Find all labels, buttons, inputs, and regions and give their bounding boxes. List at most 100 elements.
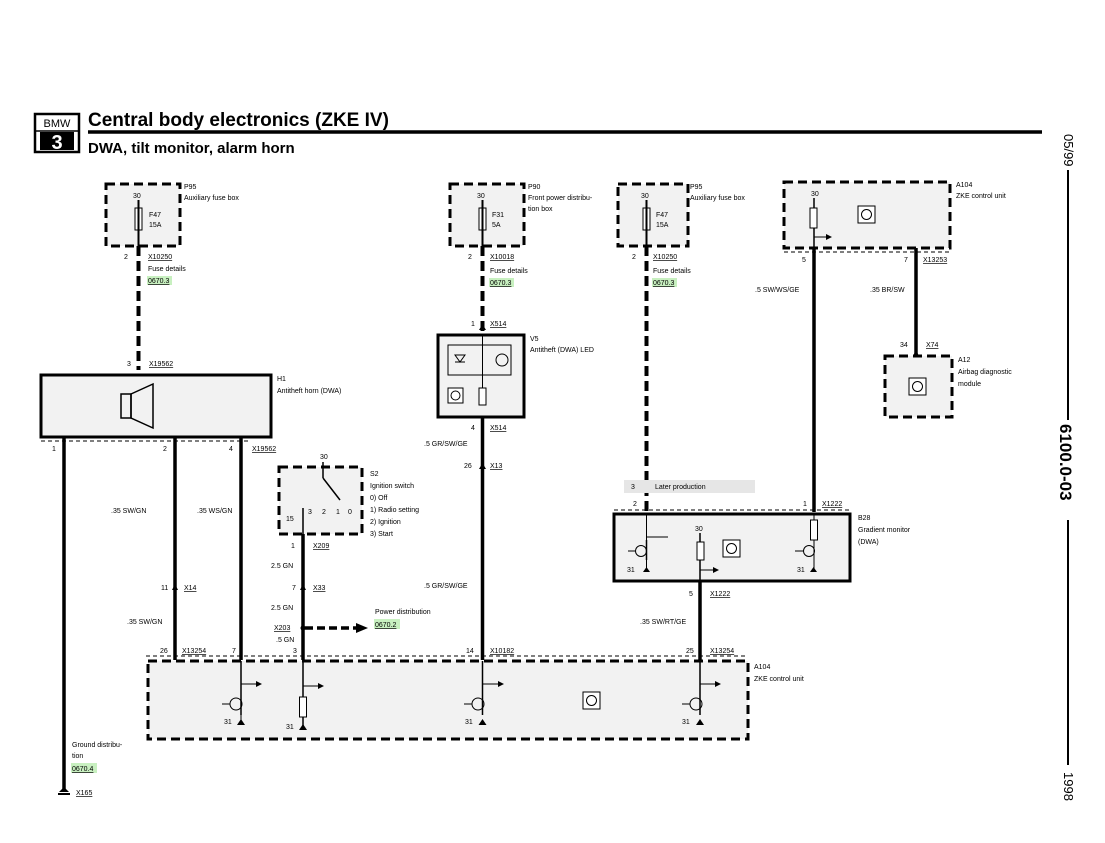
svg-text:2: 2 [322, 509, 326, 516]
svg-text:Airbag diagnostic: Airbag diagnostic [958, 369, 1012, 376]
svg-text:H1: H1 [277, 376, 286, 383]
svg-text:P90: P90 [528, 184, 541, 191]
svg-text:Ground distribu-: Ground distribu- [72, 742, 123, 749]
svg-text:15A: 15A [149, 222, 162, 229]
svg-text:15: 15 [286, 516, 294, 523]
later-production-note: 3 Later production [624, 480, 755, 493]
zke-control-unit-top: 30 A104 ZKE control unit [782, 180, 1006, 250]
svg-text:7: 7 [232, 648, 236, 655]
svg-text:2: 2 [468, 254, 472, 261]
svg-text:5: 5 [802, 257, 806, 264]
svg-text:Front power distribu-: Front power distribu- [528, 195, 593, 202]
svg-text:.35 SW/GN: .35 SW/GN [127, 619, 162, 626]
fuse-details-link-center[interactable]: 0670.3 [490, 280, 512, 287]
svg-text:7: 7 [904, 257, 908, 264]
connector-x14: X14 [184, 585, 197, 592]
svg-text:31: 31 [286, 724, 294, 731]
svg-text:31: 31 [797, 567, 805, 574]
svg-text:module: module [958, 381, 981, 388]
svg-text:F47: F47 [656, 212, 668, 219]
svg-text:tion box: tion box [528, 206, 553, 213]
svg-text:X10250: X10250 [148, 254, 172, 261]
connector-x1222-top: X1222 [822, 501, 842, 508]
brand-number: 3 [51, 132, 62, 154]
svg-text:.5 GR/SW/GE: .5 GR/SW/GE [424, 583, 468, 590]
fuse-details-link-left[interactable]: 0670.3 [148, 278, 170, 285]
svg-text:1: 1 [803, 501, 807, 508]
svg-text:0: 0 [348, 509, 352, 516]
connector-x514-bottom: X514 [490, 425, 506, 432]
connector-x165: X165 [76, 790, 92, 797]
svg-text:7: 7 [292, 585, 296, 592]
svg-text:Power distribution: Power distribution [375, 609, 431, 616]
svg-text:Gradient monitor: Gradient monitor [858, 527, 911, 534]
svg-text:S2: S2 [370, 471, 379, 478]
fuse-details-link-right[interactable]: 0670.3 [653, 280, 675, 287]
svg-text:31: 31 [682, 719, 690, 726]
svg-text:3) Start: 3) Start [370, 531, 393, 538]
ground-distribution: Ground distribu- tion 0670.4 X165 [58, 742, 123, 797]
svg-text:A104: A104 [956, 182, 972, 189]
svg-text:V5: V5 [530, 336, 539, 343]
connector-x10018: 2 X10018 Fuse details 0670.3 [468, 254, 528, 287]
control-unit-icon [857, 205, 876, 224]
connector-x10250-left: 2 X10250 Fuse details 0670.3 [124, 254, 186, 285]
fuse-f31-label: F31 [492, 212, 504, 219]
svg-text:5: 5 [689, 591, 693, 598]
svg-text:Fuse details: Fuse details [148, 266, 186, 273]
svg-text:1) Radio setting: 1) Radio setting [370, 507, 419, 514]
control-unit-icon [582, 691, 601, 710]
zke-control-unit-bottom: 31 31 31 31 A104 ZKE control unit [146, 659, 804, 741]
connector-x10182: X10182 [490, 648, 514, 655]
ignition-switch-s2: 30 15 3 2 1 0 S2 Ignition switch 0) Off … [277, 454, 419, 540]
brand-top: BMW [44, 118, 72, 130]
connector-x19562-top: X19562 [149, 361, 173, 368]
control-unit-icon [908, 377, 927, 396]
fuse-box-p95-right: 30 F47 15A P95 Auxiliary fuse box [616, 182, 745, 248]
svg-text:P95: P95 [690, 184, 703, 191]
page-subtitle: DWA, tilt monitor, alarm horn [88, 140, 295, 157]
svg-text:.35 BR/SW: .35 BR/SW [870, 287, 905, 294]
svg-text:1: 1 [291, 543, 295, 550]
svg-text:X19562: X19562 [252, 446, 276, 453]
svg-text:Auxiliary fuse box: Auxiliary fuse box [690, 195, 745, 202]
antitheft-led-v5: V5 Antitheft (DWA) LED [436, 333, 594, 419]
svg-text:Fuse details: Fuse details [653, 268, 691, 275]
svg-text:A12: A12 [958, 357, 971, 364]
svg-text:Antitheft (DWA) LED: Antitheft (DWA) LED [530, 347, 594, 354]
svg-text:30: 30 [695, 526, 703, 533]
control-unit-icon [447, 387, 464, 404]
svg-text:26: 26 [160, 648, 168, 655]
front-power-distribution-p90: 30 F31 5A P90 Front power distribu- tion… [448, 182, 593, 248]
svg-text:2: 2 [632, 254, 636, 261]
svg-text:30: 30 [320, 454, 328, 461]
svg-text:2.5 GN: 2.5 GN [271, 605, 293, 612]
svg-text:Later production: Later production [655, 484, 706, 491]
fuse-box-p95-left: 30 F47 15A P95 Auxiliary fuse box [104, 182, 239, 248]
connector-x209: X209 [313, 543, 329, 550]
connector-x19562-bottom: 1 2 4 X19562 [52, 446, 276, 453]
svg-text:2: 2 [124, 254, 128, 261]
power-distribution-link[interactable]: 0670.2 [375, 622, 397, 629]
airbag-module-a12: A12 Airbag diagnostic module [883, 354, 1012, 419]
svg-text:X13254: X13254 [182, 648, 206, 655]
svg-text:25: 25 [686, 648, 694, 655]
connector-row-zke-bottom: 26 X13254 7 3 14 X10182 25 X13254 [160, 648, 734, 655]
svg-text:.35 WS/GN: .35 WS/GN [197, 508, 232, 515]
svg-text:3: 3 [631, 484, 635, 491]
svg-text:X10018: X10018 [490, 254, 514, 261]
svg-text:1: 1 [471, 321, 475, 328]
svg-text:3: 3 [293, 648, 297, 655]
svg-text:.5 GR/SW/GE: .5 GR/SW/GE [424, 441, 468, 448]
svg-text:(DWA): (DWA) [858, 539, 879, 546]
svg-text:3: 3 [127, 361, 131, 368]
svg-text:Fuse details: Fuse details [490, 268, 528, 275]
revision-date: 05/99 [1061, 134, 1076, 167]
svg-text:31: 31 [465, 719, 473, 726]
svg-text:X13254: X13254 [710, 648, 734, 655]
svg-text:Ignition switch: Ignition switch [370, 483, 414, 490]
page-number: 6100.0-03 [1056, 424, 1075, 501]
ground-distribution-link[interactable]: 0670.4 [72, 766, 94, 773]
connector-x514-top: X514 [490, 321, 506, 328]
